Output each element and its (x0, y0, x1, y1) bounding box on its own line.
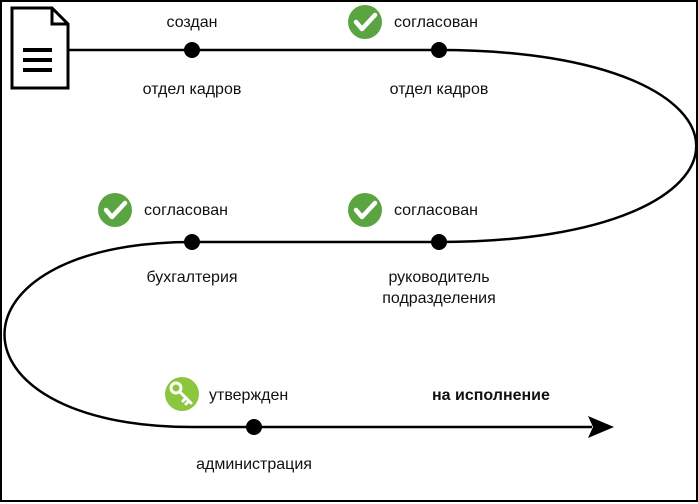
stage-dot-4 (184, 234, 200, 250)
key-icon (165, 377, 199, 411)
document-icon (10, 6, 70, 90)
stage-5-status: утвержден (209, 387, 289, 404)
check-icon (98, 193, 132, 227)
stage-4-department: бухгалтерия (146, 269, 238, 286)
stage-2-status: согласован (394, 14, 478, 31)
stage-3-department-line2: подразделения (382, 290, 496, 307)
stage-5-department: администрация (196, 456, 312, 473)
flow-arrowhead (588, 416, 614, 438)
end-label: на исполнение (432, 387, 550, 404)
stage-3-status: согласован (394, 202, 478, 219)
check-icon (348, 5, 382, 39)
stage-2-department: отдел кадров (389, 81, 489, 98)
stage-dot-2 (431, 42, 447, 58)
flow-line (3, 48, 698, 429)
stage-dot-1 (184, 42, 200, 58)
stage-3-department-line1: руководитель (388, 269, 490, 286)
stage-4-status: согласован (144, 202, 228, 219)
stage-1-status: создан (166, 14, 218, 31)
stage-dot-3 (431, 234, 447, 250)
stage-1-department: отдел кадров (142, 81, 242, 98)
stage-dot-5 (246, 419, 262, 435)
check-icon (348, 193, 382, 227)
